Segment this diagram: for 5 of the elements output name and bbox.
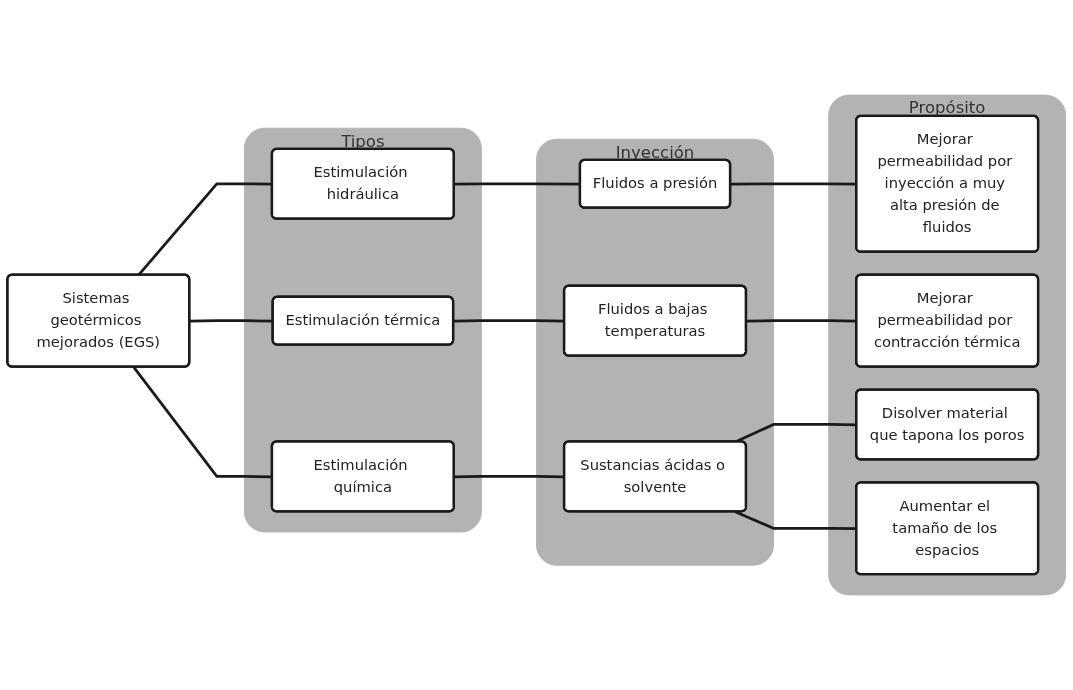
connector [734,510,857,531]
connector [453,319,565,323]
connector [730,182,857,186]
connector [454,475,565,479]
connector [746,319,857,323]
